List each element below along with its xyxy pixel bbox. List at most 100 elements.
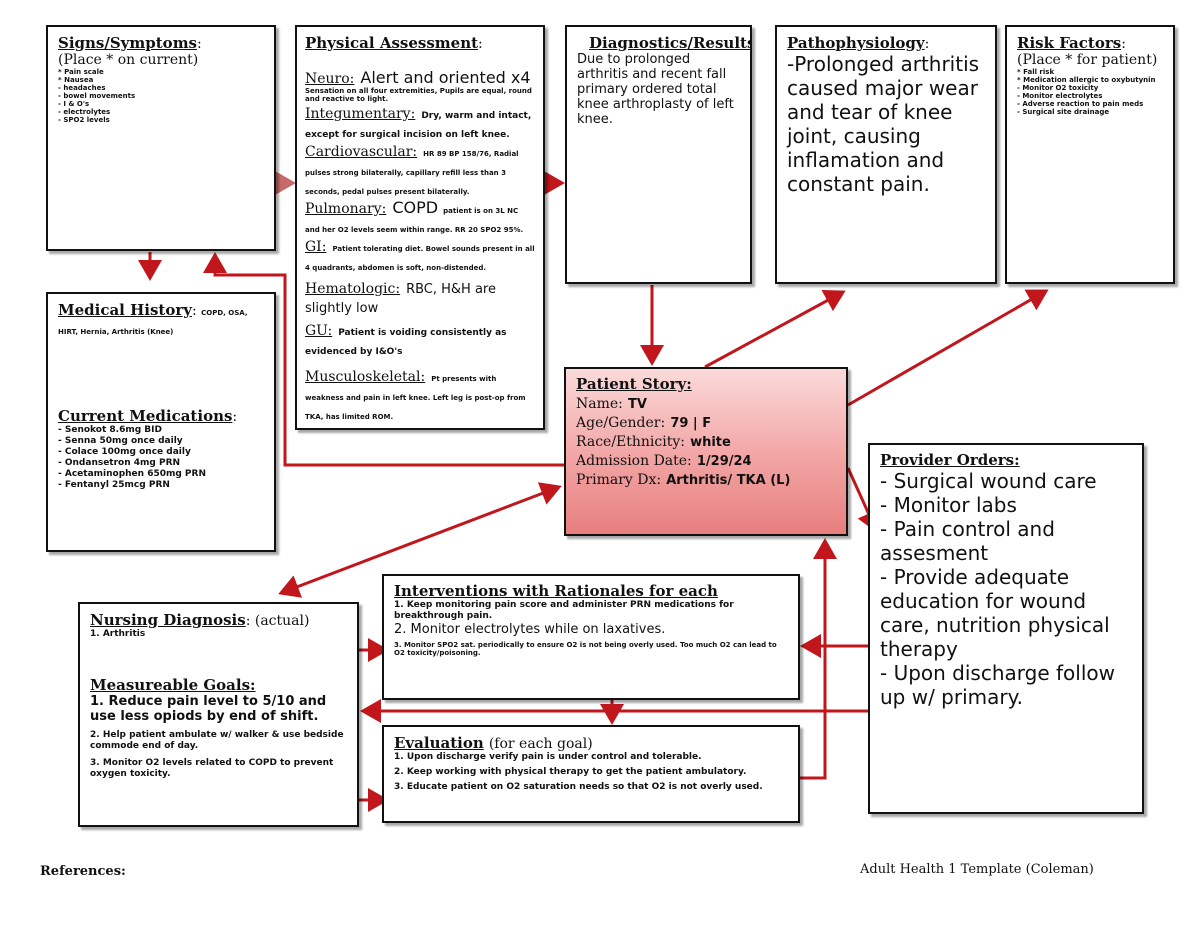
medical-history-box: Medical History: COPD, OSA, HIRT, Hernia… xyxy=(46,292,276,552)
signs-list: * Pain scale * Nausea - headaches - bowe… xyxy=(58,68,264,124)
medhist-value: COPD, OSA, HIRT, Hernia, Arthritis (Knee… xyxy=(58,309,248,336)
list-item: - Senokot 8.6mg BID xyxy=(58,425,162,435)
signs-symptoms-box: Signs/Symptoms: (Place * on current) * P… xyxy=(46,25,276,251)
hema-value: RBC, H&H are slightly low xyxy=(305,282,496,316)
list-item: * Fall risk xyxy=(1017,68,1055,76)
neuro-value: Alert and oriented x4 xyxy=(360,68,531,87)
hema-label: Hematologic: xyxy=(305,281,401,297)
provider-orders-box: Provider Orders: - Surgical wound care -… xyxy=(868,443,1144,814)
list-item: 1. Upon discharge verify pain is under c… xyxy=(394,752,702,762)
pulm-detail: patient is on 3L NC and her O2 levels se… xyxy=(305,207,524,234)
arrow-eval-to-story xyxy=(800,538,837,780)
pathophysiology-box: Pathophysiology: -Prolonged arthritis ca… xyxy=(775,25,997,284)
list-item: 2. Monitor electrolytes while on laxativ… xyxy=(394,622,666,637)
physical-assessment-box: Physical Assessment: Neuro:Alert and ori… xyxy=(295,25,545,430)
gu-value: Patient is voiding consistently as evide… xyxy=(305,328,507,357)
list-item: - Provide adequate education for wound c… xyxy=(880,565,1110,661)
list-item: - Senna 50mg once daily xyxy=(58,436,183,446)
diagnostics-value: Due to prolonged arthritis and recent fa… xyxy=(577,52,734,127)
arrow-story-to-risk xyxy=(847,289,1049,407)
arrow-story-to-patho xyxy=(704,290,846,369)
list-item: - bowel movements xyxy=(58,92,136,100)
physical-title: Physical Assessment xyxy=(305,34,479,52)
arrow-story-to-signs xyxy=(203,252,564,467)
evaluation-list: 1. Upon discharge verify pain is under c… xyxy=(394,752,788,793)
nursing-subtitle: (actual) xyxy=(254,613,310,629)
list-item: - Pain control and assesment xyxy=(880,517,1055,565)
goals-list: 1. Reduce pain level to 5/10 and use les… xyxy=(90,694,347,780)
cardio-value: HR 89 BP 158/76, Radial pulses strong bi… xyxy=(305,150,519,196)
list-item: - SPO2 levels xyxy=(58,116,110,124)
msk-value: Pt presents with weakness and pain in le… xyxy=(305,375,526,421)
neuro-detail: Sensation on all four extremities, Pupil… xyxy=(305,87,532,103)
list-item: - Fentanyl 25mcg PRN xyxy=(58,480,170,490)
nursing-title: Nursing Diagnosis xyxy=(90,611,246,629)
list-item: - I & O's xyxy=(58,100,90,108)
diagnostics-box: Diagnostics/Results: Due to prolonged ar… xyxy=(565,25,752,284)
story-title: Patient Story: xyxy=(576,375,692,393)
list-item: 3. Monitor SPO2 sat. periodically to ens… xyxy=(394,641,777,657)
interventions-title: Interventions with Rationales for each xyxy=(394,582,718,600)
list-item: 1. Keep monitoring pain score and admini… xyxy=(394,600,734,621)
gi-label: GI: xyxy=(305,239,327,255)
interventions-box: Interventions with Rationales for each 1… xyxy=(382,574,800,700)
list-item: - electrolytes xyxy=(58,108,111,116)
risk-list: * Fall risk * Medication allergic to oxy… xyxy=(1017,68,1163,116)
patho-value: -Prolonged arthritis caused major wear a… xyxy=(787,52,980,196)
list-item: - Surgical wound care xyxy=(880,469,1097,493)
evaluation-title: Evaluation xyxy=(394,734,484,752)
list-item: 3. Monitor O2 levels related to COPD to … xyxy=(90,758,334,779)
list-item: 2. Keep working with physical therapy to… xyxy=(394,767,747,777)
gu-label: GU: xyxy=(305,323,333,339)
list-item: 2. Help patient ambulate w/ walker & use… xyxy=(90,730,344,751)
pulm-value: COPD xyxy=(392,198,439,217)
risk-subtitle: (Place * for patient) xyxy=(1017,52,1158,68)
race-label: Race/Ethnicity: xyxy=(576,434,685,450)
goals-title: Measureable Goals: xyxy=(90,676,256,694)
signs-title: Signs/Symptoms xyxy=(58,34,198,52)
list-item: - Ondansetron 4mg PRN xyxy=(58,458,181,468)
evaluation-subtitle: (for each goal) xyxy=(488,736,593,752)
list-item: - Upon discharge follow up w/ primary. xyxy=(880,661,1115,709)
age-value: 79 | F xyxy=(670,416,712,431)
list-item: * Medication allergic to oxybutynin xyxy=(1017,76,1156,84)
patho-title: Pathophysiology xyxy=(787,34,925,52)
meds-title: Current Medications xyxy=(58,407,233,425)
adm-value: 1/29/24 xyxy=(696,454,752,469)
provider-list: - Surgical wound care - Monitor labs - P… xyxy=(880,469,1132,709)
dx-value: Arthritis/ TKA (L) xyxy=(666,473,791,488)
patient-story-box: Patient Story: Name: TV Age/Gender: 79 |… xyxy=(564,367,848,536)
diagnostics-title: Diagnostics/Results: xyxy=(589,34,752,52)
dx-label: Primary Dx: xyxy=(576,472,662,488)
list-item: - Adverse reaction to pain meds xyxy=(1017,100,1144,108)
list-item: - Acetaminophen 650mg PRN xyxy=(58,469,206,479)
references-label: References: xyxy=(40,864,126,879)
medhist-title: Medical History xyxy=(58,301,192,319)
race-value: white xyxy=(690,435,731,450)
nursing-item: 1. Arthritis xyxy=(90,629,146,639)
evaluation-box: Evaluation (for each goal) 1. Upon disch… xyxy=(382,725,800,823)
adm-label: Admission Date: xyxy=(576,453,692,469)
pulm-label: Pulmonary: xyxy=(305,201,387,217)
signs-subtitle: (Place * on current) xyxy=(58,52,199,68)
nursing-diagnosis-box: Nursing Diagnosis: (actual) 1. Arthritis… xyxy=(78,602,359,827)
interventions-list: 1. Keep monitoring pain score and admini… xyxy=(394,600,788,657)
list-item: * Nausea xyxy=(58,76,94,84)
list-item: - Colace 100mg once daily xyxy=(58,447,191,457)
risk-factors-box: Risk Factors: (Place * for patient) * Fa… xyxy=(1005,25,1175,284)
risk-title: Risk Factors xyxy=(1017,34,1122,52)
name-label: Name: xyxy=(576,396,623,412)
meds-list: - Senokot 8.6mg BID - Senna 50mg once da… xyxy=(58,425,264,491)
template-label: Adult Health 1 Template (Coleman) xyxy=(860,862,1094,877)
msk-label: Musculoskeletal: xyxy=(305,369,426,385)
neuro-label: Neuro: xyxy=(305,71,355,87)
list-item: - headaches xyxy=(58,84,106,92)
list-item: 1. Reduce pain level to 5/10 and use les… xyxy=(90,694,327,724)
name-value: TV xyxy=(627,397,647,412)
list-item: 3. Educate patient on O2 saturation need… xyxy=(394,782,763,792)
integ-label: Integumentary: xyxy=(305,106,416,122)
arrow-story-medhist-double xyxy=(278,482,562,598)
list-item: - Monitor electrolytes xyxy=(1017,92,1103,100)
provider-title: Provider Orders: xyxy=(880,451,1020,469)
